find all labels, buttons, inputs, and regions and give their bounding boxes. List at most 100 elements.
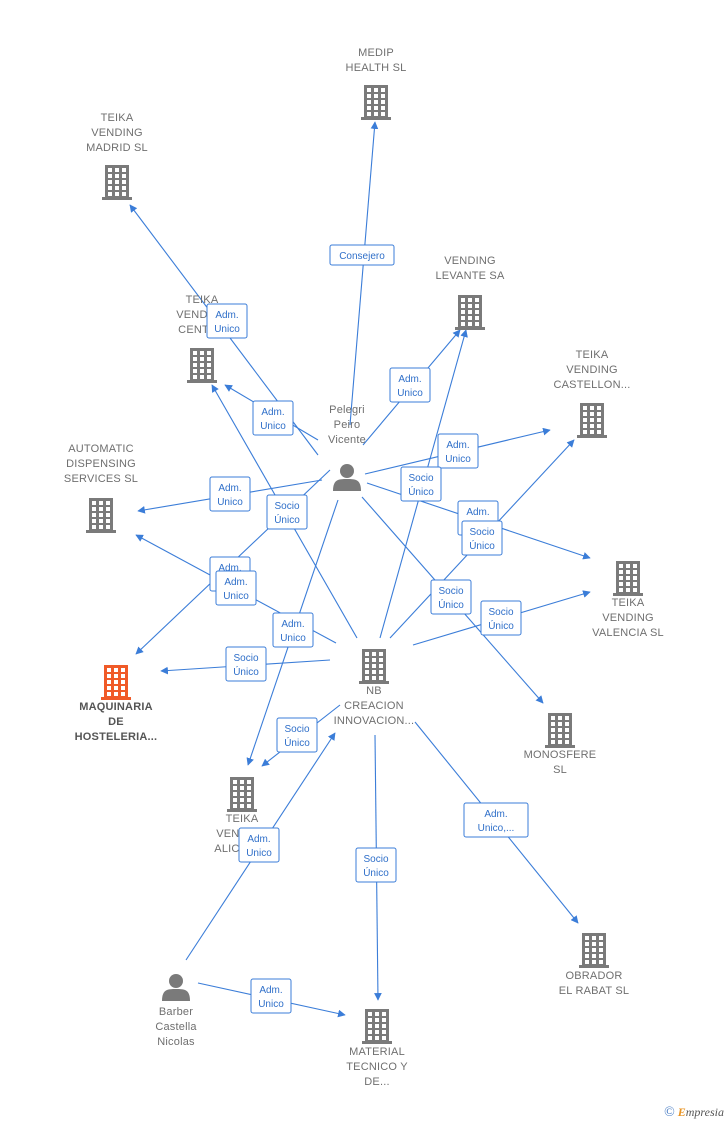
building-icon-monosfere[interactable] bbox=[545, 713, 575, 748]
node-label-line: MAQUINARIA bbox=[79, 701, 153, 713]
node-label-line: VENDING bbox=[602, 612, 654, 624]
edge-label-text: Socio bbox=[233, 653, 258, 664]
edge-label-text: Unico bbox=[258, 999, 284, 1010]
edge-label-text: Socio bbox=[363, 854, 388, 865]
edge-pelegri-to-medip bbox=[349, 121, 379, 426]
edge-label-text: Consejero bbox=[339, 251, 385, 262]
building-icon-material[interactable] bbox=[362, 1009, 392, 1044]
node-label-line: INNOVACION... bbox=[334, 715, 415, 727]
node-label-line: MATERIAL bbox=[349, 1046, 405, 1058]
node-label-line: AUTOMATIC bbox=[68, 443, 134, 455]
edge-label-pelegri-to-vending_levante[interactable]: Adm.Unico bbox=[389, 367, 431, 403]
node-label-line: Barber bbox=[159, 1006, 193, 1018]
node-label-maquinaria[interactable]: MAQUINARIA DE HOSTELERIA... bbox=[75, 701, 158, 743]
edge-label-text: Unico bbox=[217, 497, 243, 508]
edge-label-pelegri-to-automatic[interactable]: Adm.Unico bbox=[209, 476, 251, 512]
edge-label-text: Único bbox=[438, 598, 464, 611]
edge-label-text: Socio bbox=[284, 724, 309, 735]
node-label-line: Pelegri bbox=[329, 404, 365, 416]
node-label-line: Nicolas bbox=[157, 1036, 195, 1048]
node-label-line: VENDING bbox=[444, 255, 496, 267]
edge-label-nb-to-automatic[interactable]: Adm.Unico bbox=[215, 570, 257, 606]
edge-label-text: Socio bbox=[488, 607, 513, 618]
node-label-line: MONOSFERE bbox=[524, 749, 597, 761]
node-label-line: HEALTH SL bbox=[346, 62, 407, 74]
edge-label-text: Único bbox=[469, 539, 495, 552]
edge-label-text: Único bbox=[363, 866, 389, 879]
edge-label-text: Único bbox=[488, 619, 514, 632]
building-icon-automatic[interactable] bbox=[86, 498, 116, 533]
building-icon-teika_centro[interactable] bbox=[187, 348, 217, 383]
edge-label-barber-to-nb[interactable]: Adm.Unico bbox=[238, 827, 280, 863]
edge-label-pelegri-to-teika_centro[interactable]: Adm. Unico bbox=[252, 400, 294, 436]
building-icon-medip[interactable] bbox=[361, 85, 391, 120]
node-label-line: CASTELLON... bbox=[554, 379, 631, 391]
edge-label-text: Adm. bbox=[215, 310, 238, 321]
building-icon-vending_levante[interactable] bbox=[455, 295, 485, 330]
edge-label-text: Único bbox=[284, 736, 310, 749]
edge-label-text: Adm. bbox=[247, 834, 270, 845]
edge-label-nb-to-obrador[interactable]: Adm.Unico,... bbox=[463, 802, 529, 838]
node-label-line: DISPENSING bbox=[66, 458, 136, 470]
edge-label-text: Socio bbox=[274, 501, 299, 512]
building-icon-teika_valencia[interactable] bbox=[613, 561, 643, 596]
building-icon-teika_castellon[interactable] bbox=[577, 403, 607, 438]
person-icon-barber[interactable] bbox=[162, 974, 190, 1001]
node-label-line: HOSTELERIA... bbox=[75, 731, 158, 743]
watermark-brand: mpresia bbox=[685, 1105, 724, 1119]
edge-label-text: Único bbox=[408, 485, 434, 498]
node-label-line: NB bbox=[366, 685, 382, 697]
building-icon-nb[interactable] bbox=[359, 649, 389, 684]
edge-label-pelegri-to-teika_madrid[interactable]: Adm.Unico bbox=[206, 303, 248, 339]
edge-label-text: Adm. bbox=[484, 809, 507, 820]
building-icon-obrador[interactable] bbox=[579, 933, 609, 968]
node-label-line: TEIKA bbox=[101, 112, 134, 124]
node-label-line: LEVANTE SA bbox=[435, 270, 505, 282]
node-label-teika_valencia[interactable]: TEIKA VENDING VALENCIA SL bbox=[592, 597, 664, 639]
building-icon-teika_madrid[interactable] bbox=[102, 165, 132, 200]
edge-label-text: Unico bbox=[445, 454, 471, 465]
edge-labels-layer: ConsejeroAdm.UnicoAdm.UnicoAdm.UnicoAdm.… bbox=[206, 244, 529, 1014]
edge-label-barber-to-material[interactable]: Adm.Unico bbox=[250, 978, 292, 1014]
edge-label-text: Adm. bbox=[218, 563, 241, 574]
person-icon-pelegri[interactable] bbox=[333, 464, 361, 491]
edge-label-pelegri-to-medip[interactable]: Consejero bbox=[329, 244, 395, 266]
edge-label-text: Adm. bbox=[261, 407, 284, 418]
building-icon-maquinaria[interactable] bbox=[101, 665, 131, 700]
node-label-line: EL RABAT SL bbox=[559, 985, 629, 997]
empresia-watermark: © Empresia bbox=[664, 1105, 724, 1121]
node-label-line: VALENCIA SL bbox=[592, 627, 664, 639]
node-label-line: DE bbox=[108, 716, 124, 728]
node-label-vending_levante[interactable]: VENDING LEVANTE SA bbox=[435, 255, 505, 282]
node-label-line: DE... bbox=[364, 1076, 389, 1088]
node-label-line: TEIKA bbox=[226, 813, 259, 825]
edge-label-pelegri-to-teika_castellon[interactable]: Adm.Unico bbox=[437, 433, 479, 469]
node-label-line: Castella bbox=[155, 1021, 197, 1033]
node-label-line: MADRID SL bbox=[86, 142, 148, 154]
edge-label-pelegri-to-teika_alicante[interactable]: Adm.Unico bbox=[272, 612, 314, 648]
edge-label-text: Unico bbox=[280, 633, 306, 644]
edge-label-text: Unico bbox=[260, 421, 286, 432]
node-label-line: TEIKA bbox=[612, 597, 645, 609]
edge-label-text: Único bbox=[233, 665, 259, 678]
building-icon-teika_alicante[interactable] bbox=[227, 777, 257, 812]
